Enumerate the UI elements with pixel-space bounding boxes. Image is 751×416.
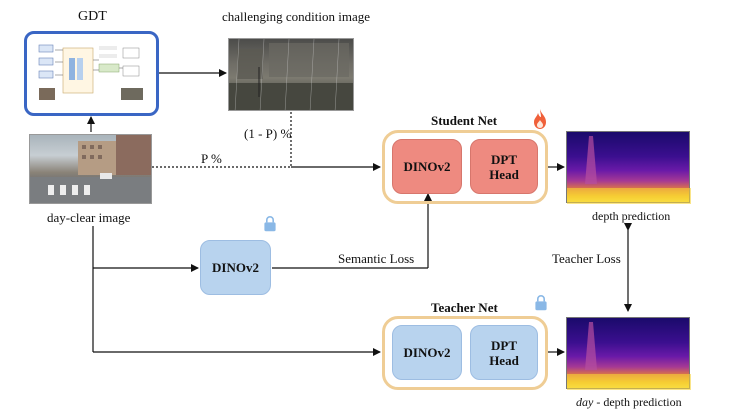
- day-suffix: - depth prediction: [593, 395, 682, 409]
- student-dinov2-label: DINOv2: [403, 159, 451, 174]
- p-percent-label: P %: [201, 151, 222, 166]
- semantic-loss-label: Semantic Loss: [338, 251, 415, 266]
- student-dpt-head-block: DPT Head: [470, 139, 538, 194]
- gdt-panel: [24, 31, 159, 116]
- teacher-dinov2-label: DINOv2: [403, 345, 451, 360]
- teacher-dinov2-block: DINOv2: [392, 325, 462, 380]
- teacher-depth-map: [566, 317, 691, 390]
- teacher-net-title: Teacher Net: [431, 300, 498, 315]
- day-clear-label: day-clear image: [47, 210, 131, 225]
- flame-icon: [534, 109, 546, 129]
- teacher-dpt-line2: Head: [489, 352, 519, 368]
- challenging-title: challenging condition image: [222, 9, 371, 24]
- day-depth-prediction-label: day - depth prediction: [576, 395, 682, 410]
- depth-prediction-label: depth prediction: [592, 209, 671, 223]
- one-minus-p-label: (1 - P) %: [244, 126, 292, 141]
- teacher-loss-label: Teacher Loss: [552, 251, 621, 266]
- student-depth-map: [566, 131, 691, 204]
- student-dpt-line1: DPT: [491, 151, 517, 167]
- frozen-dinov2-label: DINOv2: [212, 260, 259, 275]
- teacher-dpt-line1: DPT: [491, 337, 517, 353]
- teacher-net-frame: [382, 316, 548, 390]
- student-net-title: Student Net: [431, 113, 498, 128]
- student-net-frame: [382, 130, 548, 204]
- student-dpt-line2: Head: [489, 166, 519, 182]
- gdt-thumbnail: [37, 40, 146, 107]
- gdt-title: GDT: [78, 9, 107, 24]
- student-dinov2-block: DINOv2: [392, 139, 462, 194]
- challenging-condition-photo: [228, 38, 354, 111]
- day-prefix: day: [576, 395, 594, 409]
- lock-icon: [535, 295, 547, 311]
- lock-icon: [264, 216, 276, 232]
- frozen-dinov2-block: DINOv2: [200, 240, 271, 295]
- day-clear-photo: [29, 134, 152, 204]
- teacher-dpt-head-block: DPT Head: [470, 325, 538, 380]
